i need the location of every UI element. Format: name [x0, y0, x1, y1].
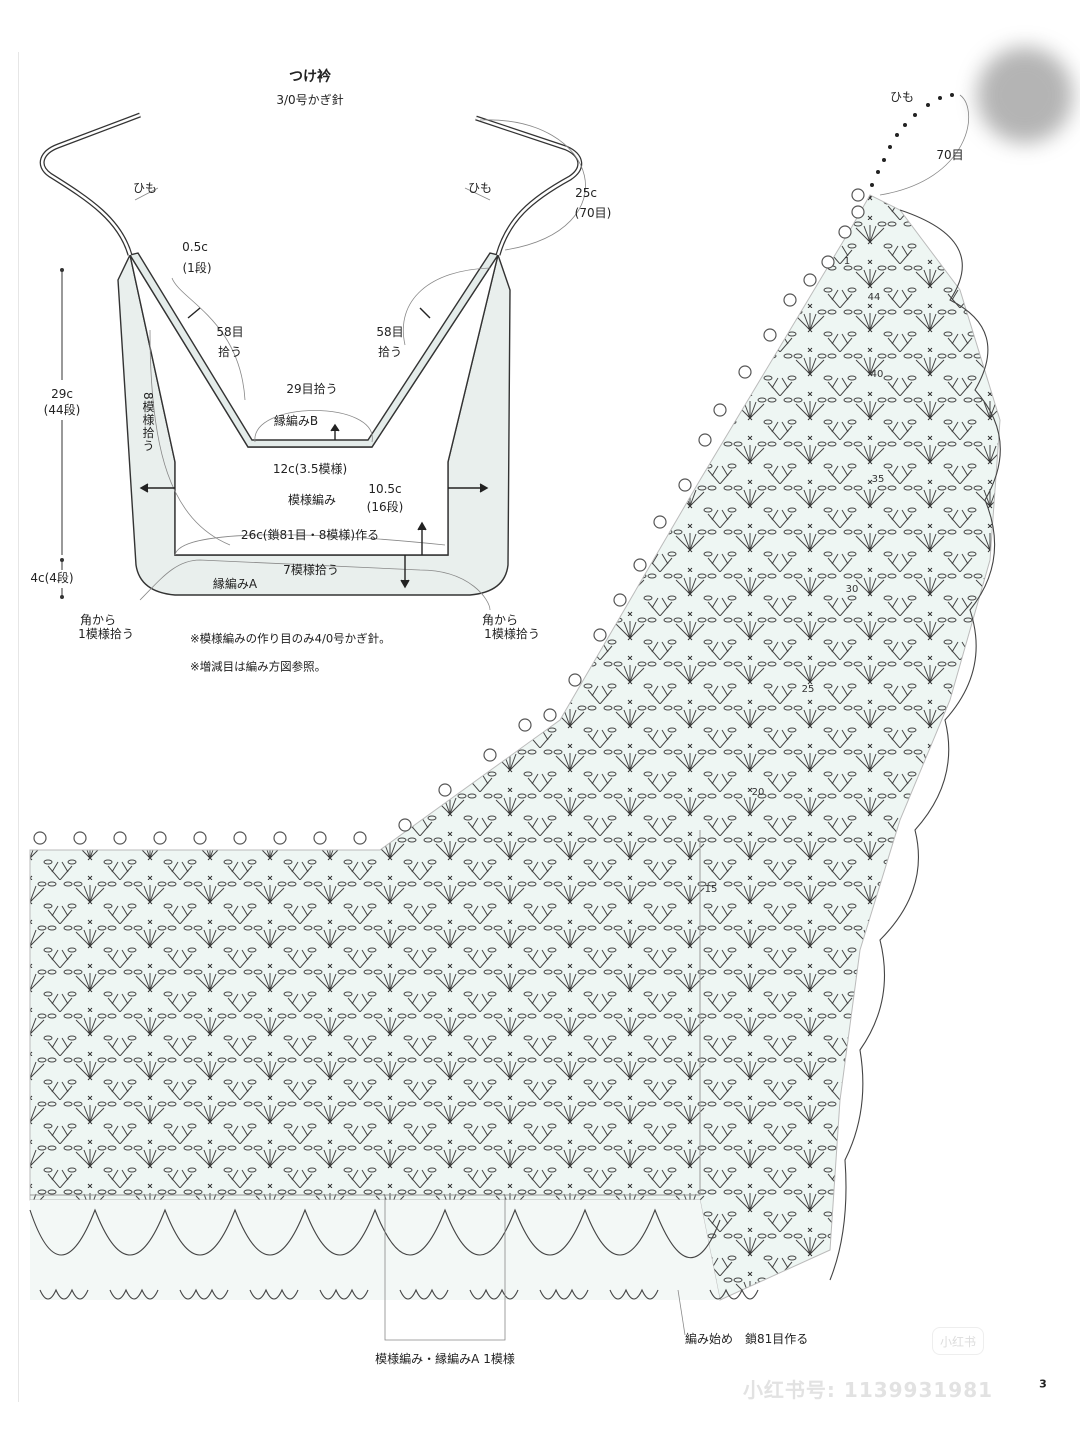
center-rows: (16段) [366, 500, 404, 514]
corner-right-1: 角から [481, 613, 519, 627]
string-stitches: (70目) [574, 206, 612, 220]
pickup-right-verb: 拾う [377, 345, 403, 359]
chart-body-divider [30, 830, 701, 1196]
edging-b-label: 縁編みB [273, 414, 319, 428]
page-edge [18, 52, 19, 1402]
string-left [39, 112, 141, 256]
corner-right-2: 1模様拾う [484, 627, 540, 641]
total-rows: (44段) [43, 403, 81, 417]
row-number: 30 [845, 584, 859, 595]
collar-schematic [39, 112, 586, 611]
string-length: 25c [575, 186, 597, 200]
neck-band [128, 252, 500, 448]
corner-left-1: 角から [79, 613, 117, 627]
center-height: 10.5c [368, 482, 402, 496]
row-number: 35 [871, 474, 885, 485]
band-rows: (1段) [182, 261, 212, 275]
page-number: 3 [1039, 1377, 1047, 1391]
arrows [139, 307, 489, 589]
crochet-chart [29, 93, 1001, 1341]
collar-body [129, 254, 499, 556]
row-number: 15 [704, 884, 718, 895]
note-hook: ※模様編みの作り目のみ4/0号かぎ針。 [190, 631, 391, 646]
note-shaping: ※増減目は編み方図参照。 [190, 659, 327, 674]
repeat-bracket [384, 1195, 506, 1341]
pickup-bottom: 7模様拾う [283, 563, 339, 577]
neck-width: 12c(3.5模様) [272, 462, 348, 476]
corner-left-2: 1模様拾う [78, 627, 134, 641]
pattern-stitch-label: 模様編み [287, 493, 337, 507]
edge-height: 4c(4段) [30, 571, 74, 585]
string-label-left: ひも [132, 181, 158, 195]
bottom-edging [30, 1200, 720, 1300]
hook-size: 3/0号かぎ針 [276, 93, 344, 107]
row-number: 40 [870, 369, 884, 380]
pickup-center: 29目拾う [286, 382, 338, 396]
string-chain [870, 93, 954, 187]
repeat-label: 模様編み・縁編みA 1模様 [375, 1352, 515, 1366]
edging-a-label: 縁編みA [212, 577, 258, 591]
start-label: 編み始め 鎖81目作る [685, 1332, 809, 1346]
total-height: 29c [51, 387, 73, 401]
foundation-chain: 26c(鎖81目・8模様)作る [240, 528, 380, 542]
watermark-id: 小红书号: 1139931981 [742, 1378, 994, 1402]
string-label-right: ひも [467, 181, 493, 195]
row-number: 44 [867, 292, 881, 303]
chart-string-label: ひも [889, 90, 915, 104]
pickup-left-num: 58目 [216, 325, 244, 339]
band-width: 0.5c [182, 240, 208, 254]
blurred-region [977, 47, 1073, 143]
pickup-right-num: 58目 [376, 325, 404, 339]
schematic-title: つけ衿 [289, 69, 331, 85]
height-dimension [60, 268, 64, 599]
picot-border [33, 188, 865, 845]
row-number: 25 [801, 684, 815, 695]
side-pickup: 8模様拾う [141, 392, 155, 453]
row-number: 1 [843, 256, 851, 267]
bottom-scallops [29, 1208, 759, 1300]
string-left-inner [40, 113, 141, 256]
pickup-left-verb: 拾う [217, 345, 243, 359]
side-scallops [829, 209, 1001, 1281]
string-right-inner [475, 116, 581, 256]
watermark-badge: 小红书 [932, 1327, 984, 1355]
chart-string-stitches: 70目 [936, 148, 964, 162]
row-number: 20 [751, 787, 765, 798]
